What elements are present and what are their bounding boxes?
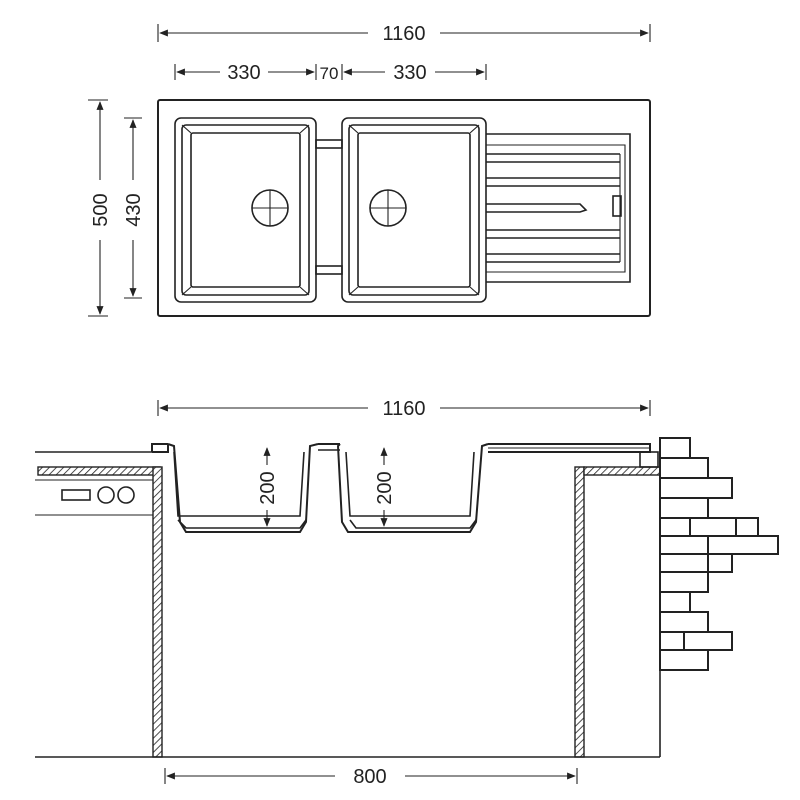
label-overall-width-top: 1160 <box>382 23 425 45</box>
dimension-overall-width-side: 1160 <box>157 398 651 420</box>
dimension-cabinet-width: 800 <box>164 766 578 788</box>
dimension-overall-depth: 500 <box>88 99 112 317</box>
oven-knob-icon <box>117 486 135 504</box>
label-bowl-right-height: 200 <box>374 471 396 504</box>
oven-knob-icon <box>97 486 115 504</box>
dimension-bowl-left-height: 200 <box>257 447 279 527</box>
label-gap-width: 70 <box>320 64 339 83</box>
overflow-slot-icon <box>612 195 622 217</box>
dimension-bowl-depth: 430 <box>123 117 145 299</box>
overflow-channel-top <box>315 139 343 275</box>
label-overall-depth: 500 <box>90 193 112 226</box>
label-cabinet-width: 800 <box>353 766 386 788</box>
label-bowl-right-width: 330 <box>393 62 426 84</box>
label-bowl-depth: 430 <box>123 193 145 226</box>
top-view: 1160 330 70 330 500 <box>88 23 651 317</box>
label-bowl-left-width: 330 <box>227 62 260 84</box>
cabinet-wall-right <box>574 466 585 758</box>
dimension-overall-width-top: 1160 <box>157 23 651 45</box>
oven-handle-icon <box>61 489 91 501</box>
cabinet-wall-left <box>152 466 163 758</box>
label-bowl-left-height: 200 <box>257 471 279 504</box>
drain-groove <box>486 203 588 213</box>
drainboard-top <box>486 133 631 283</box>
sink-outline-top <box>157 99 651 317</box>
sink-body-side <box>151 443 659 533</box>
countertop-left <box>35 451 161 516</box>
bowl-right-top <box>341 117 487 303</box>
side-view: 1160 <box>35 398 779 788</box>
bowl-left-top <box>174 117 317 303</box>
dimension-bowl-right-height: 200 <box>374 447 396 527</box>
brick-wall <box>659 437 779 757</box>
countertop-right <box>583 466 661 476</box>
label-overall-width-side: 1160 <box>382 398 425 420</box>
dimension-bowl-widths: 330 70 330 <box>174 62 487 84</box>
